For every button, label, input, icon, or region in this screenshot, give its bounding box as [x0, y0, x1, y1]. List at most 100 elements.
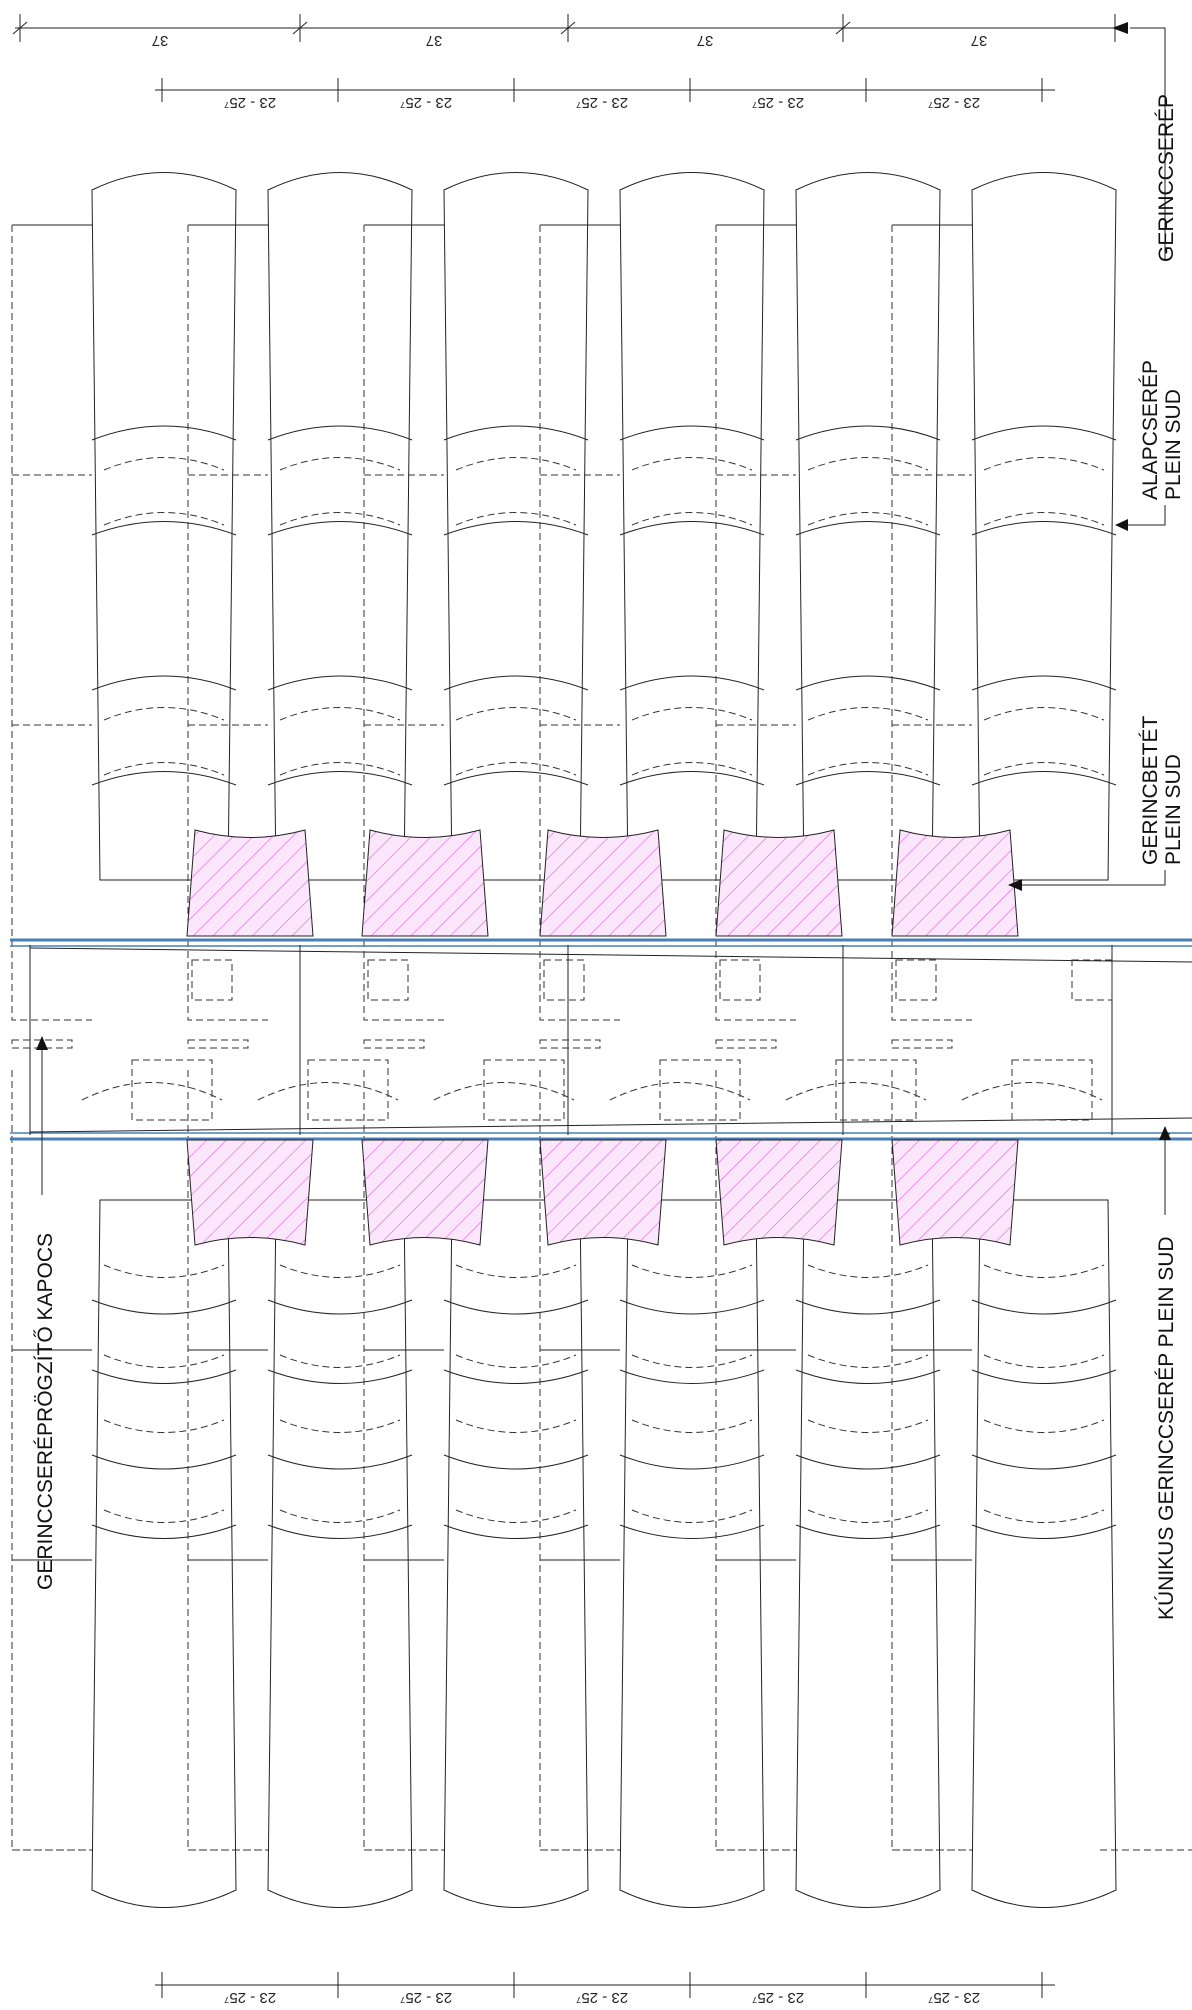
tile-hidden-arc — [455, 457, 577, 471]
ridge-hidden-arc — [433, 1082, 575, 1101]
dim-top-small-2: 23 - 25⁷ — [400, 94, 452, 111]
tile-overlap-arc — [971, 425, 1117, 441]
tile-hidden-arc — [807, 1509, 929, 1523]
tile-overlap-arc — [443, 521, 589, 536]
ridge-clip-bar — [363, 1039, 425, 1049]
tile-overlap-arc — [971, 1524, 1117, 1539]
tile-hidden-arc — [103, 707, 225, 721]
tile-overlap-arc — [267, 1454, 413, 1470]
tile-overlap-arc — [971, 521, 1117, 536]
tile-hidden-arc — [983, 1354, 1105, 1368]
ridge-insert-3 — [539, 829, 667, 1246]
tile-bottom-outline — [91, 1199, 237, 1908]
tile-overlap-arc — [795, 1454, 941, 1470]
tile-overlap-arc — [619, 521, 765, 536]
tile-top-outline — [619, 172, 765, 881]
tile-bottom-outline — [619, 1199, 765, 1908]
dim-bottom-small-3: 23 - 25⁷ — [576, 1989, 628, 2006]
tile-overlap-arc — [91, 521, 237, 536]
ridge-clip-bar — [11, 1039, 73, 1049]
tile-hidden-arc — [103, 1509, 225, 1523]
ridge-clip-box — [367, 959, 409, 1001]
tile-overlap-arc — [795, 1369, 941, 1384]
tile-hidden-arc — [279, 1264, 401, 1278]
dim-bottom-small-1: 23 - 25⁷ — [224, 1989, 276, 2006]
tile-column-2 — [187, 172, 413, 1908]
tile-overlap-arc — [971, 1369, 1117, 1384]
tile-hidden-arc — [279, 707, 401, 721]
dim-bottom-small-2: 23 - 25⁷ — [400, 1989, 452, 2006]
tile-overlap-arc — [267, 1369, 413, 1384]
tile-hidden-arc — [455, 1419, 577, 1433]
tile-hidden-arc — [631, 1264, 753, 1278]
tile-column-3 — [363, 172, 589, 1908]
tile-overlap-arc — [267, 1524, 413, 1539]
ridge-insert-top — [891, 829, 1019, 937]
dim-top-small-1: 23 - 25⁷ — [224, 94, 276, 111]
ridge-insert-4 — [715, 829, 843, 1246]
tile-top-outline — [91, 172, 237, 881]
ridge-insert-top — [539, 829, 667, 937]
ridge-clip-box — [895, 959, 937, 1001]
tile-overlap-arc — [443, 675, 589, 691]
ridge-hidden-arc — [785, 1082, 927, 1101]
ridge-hidden-arc — [81, 1082, 223, 1101]
tile-overlap-arc — [795, 521, 941, 536]
tile-hidden-arc — [455, 1264, 577, 1278]
tile-hidden-arc — [103, 457, 225, 471]
ridge-clip-box — [719, 959, 761, 1001]
tile-overlap-arc — [795, 675, 941, 691]
tile-overlap-arc — [267, 675, 413, 691]
ridge-insert-top — [715, 829, 843, 937]
underlay-dashed — [539, 1070, 620, 1851]
tile-hidden-arc — [983, 457, 1105, 471]
ridge-inserts — [186, 829, 1019, 1246]
underlay-dashed — [363, 1070, 444, 1851]
tile-overlap-arc — [971, 771, 1117, 786]
tile-rows — [11, 172, 1192, 1908]
tile-column-4 — [539, 172, 765, 1908]
dim-37-4: 37 — [971, 32, 988, 49]
tile-bottom-outline — [443, 1199, 589, 1908]
tile-hidden-arc — [807, 1264, 929, 1278]
tile-hidden-arc — [631, 1419, 753, 1433]
label-alapcserep-line2: PLEIN SUD — [1162, 389, 1185, 500]
tile-hidden-arc — [279, 1354, 401, 1368]
tile-hidden-arc — [983, 1509, 1105, 1523]
tile-column-6 — [891, 172, 1117, 1908]
dim-top-small-3: 23 - 25⁷ — [576, 94, 628, 111]
underlay-dashed — [539, 225, 620, 1021]
dim-bottom-small-5: 23 - 25⁷ — [928, 1989, 980, 2006]
tile-hidden-arc — [103, 512, 225, 526]
ridge-clip-box — [307, 1059, 389, 1121]
tile-hidden-arc — [103, 1419, 225, 1433]
ridge-insert-1 — [186, 829, 314, 1246]
tile-overlap-arc — [443, 1369, 589, 1384]
tile-top-outline — [795, 172, 941, 881]
tile-overlap-arc — [91, 1524, 237, 1539]
tile-top-outline — [267, 172, 413, 881]
tile-hidden-arc — [455, 762, 577, 776]
ridge-clip-box — [191, 959, 233, 1001]
tile-overlap-arc — [619, 1524, 765, 1539]
tile-hidden-arc — [983, 1264, 1105, 1278]
tile-overlap-arc — [971, 1454, 1117, 1470]
tile-hidden-arc — [631, 1509, 753, 1523]
ridge-hidden-arc — [961, 1082, 1103, 1101]
label-gerincbetet-line2: PLEIN SUD — [1162, 754, 1185, 865]
ridge-clip-box — [1011, 1059, 1093, 1121]
tile-bottom-outline — [971, 1199, 1117, 1908]
dimension-chain-top-small: 23 - 25⁷ 23 - 25⁷ 23 - 25⁷ 23 - 25⁷ 23 -… — [155, 78, 1055, 111]
tile-hidden-arc — [983, 762, 1105, 776]
tile-overlap-arc — [443, 1299, 589, 1315]
dimension-chain-top-37: 37 37 37 37 — [12, 14, 1128, 49]
tile-overlap-arc — [91, 1454, 237, 1470]
ridge-insert-2 — [361, 829, 489, 1246]
tile-hidden-arc — [631, 762, 753, 776]
tile-hidden-arc — [983, 512, 1105, 526]
underlay-dashed — [715, 1070, 796, 1851]
tile-top-outline — [443, 172, 589, 881]
tile-hidden-arc — [455, 1354, 577, 1368]
label-konikus-gerinccserep: KÚNIKUS GERINCCSERÉP PLEIN SUD — [1155, 1236, 1178, 1620]
